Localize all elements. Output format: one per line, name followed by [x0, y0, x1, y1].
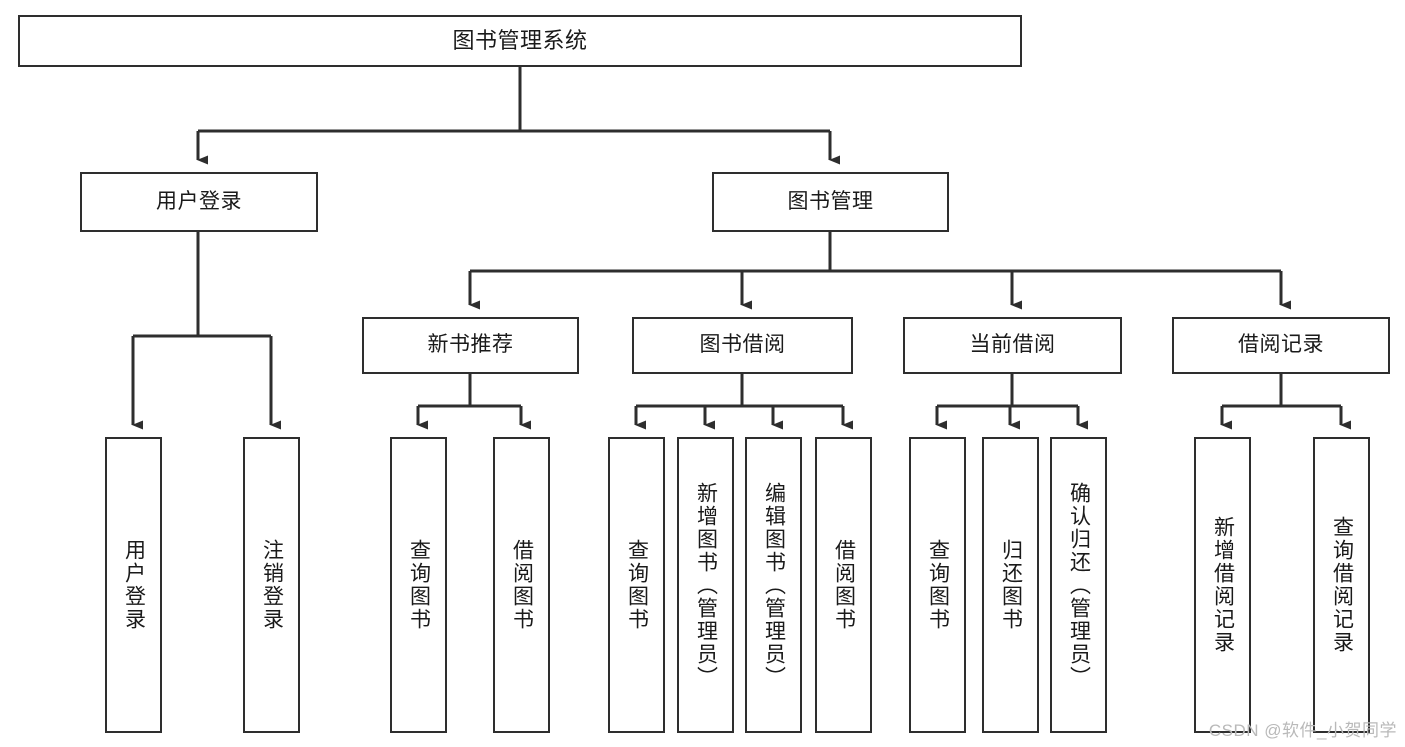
- watermark: CSDN @软件_小贺同学: [1208, 721, 1397, 740]
- node-book-manage[interactable]: 图书管理: [712, 172, 949, 232]
- node-label: 用户登录: [156, 189, 242, 213]
- node-label: 查询图书: [926, 539, 950, 631]
- node-label: 借阅记录: [1238, 333, 1324, 357]
- node-label: 当前借阅: [969, 333, 1056, 357]
- node-leaf-query-book-3[interactable]: 查询图书: [909, 437, 966, 733]
- node-label: 新增图书（管理员）: [694, 481, 718, 689]
- node-leaf-query-book-1[interactable]: 查询图书: [390, 437, 447, 733]
- node-leaf-borrow-book-1[interactable]: 借阅图书: [493, 437, 550, 733]
- node-leaf-borrow-book-2[interactable]: 借阅图书: [815, 437, 872, 733]
- node-book-borrow[interactable]: 图书借阅: [632, 317, 853, 374]
- node-label: 借阅图书: [832, 539, 856, 631]
- node-leaf-edit-book[interactable]: 编辑图书（管理员）: [745, 437, 802, 733]
- node-label: 确认归还（管理员）: [1067, 481, 1091, 689]
- node-label: 查询图书: [407, 539, 431, 631]
- node-leaf-logout-login[interactable]: 注销登录: [243, 437, 300, 733]
- node-root-system[interactable]: 图书管理系统: [18, 15, 1022, 67]
- node-label: 编辑图书（管理员）: [762, 481, 786, 689]
- node-leaf-add-record[interactable]: 新增借阅记录: [1194, 437, 1251, 733]
- node-label: 查询借阅记录: [1330, 516, 1354, 654]
- node-label: 图书管理: [787, 189, 874, 213]
- node-label: 归还图书: [999, 539, 1023, 631]
- node-borrow-record[interactable]: 借阅记录: [1172, 317, 1390, 374]
- node-label: 查询图书: [625, 539, 649, 631]
- node-label: 注销登录: [260, 539, 284, 631]
- node-label: 图书借阅: [699, 333, 786, 357]
- node-label: 借阅图书: [510, 539, 534, 631]
- node-leaf-user-login[interactable]: 用户登录: [105, 437, 162, 733]
- node-current-borrow[interactable]: 当前借阅: [903, 317, 1122, 374]
- node-label: 用户登录: [122, 539, 146, 631]
- node-user-login[interactable]: 用户登录: [80, 172, 318, 232]
- node-new-book-recommend[interactable]: 新书推荐: [362, 317, 579, 374]
- node-leaf-query-record[interactable]: 查询借阅记录: [1313, 437, 1370, 733]
- node-leaf-return-book[interactable]: 归还图书: [982, 437, 1039, 733]
- node-leaf-add-book[interactable]: 新增图书（管理员）: [677, 437, 734, 733]
- node-leaf-confirm-return[interactable]: 确认归还（管理员）: [1050, 437, 1107, 733]
- node-label: 新书推荐: [427, 333, 514, 357]
- node-leaf-query-book-2[interactable]: 查询图书: [608, 437, 665, 733]
- node-label: 新增借阅记录: [1211, 516, 1235, 654]
- node-label: 图书管理系统: [452, 28, 588, 54]
